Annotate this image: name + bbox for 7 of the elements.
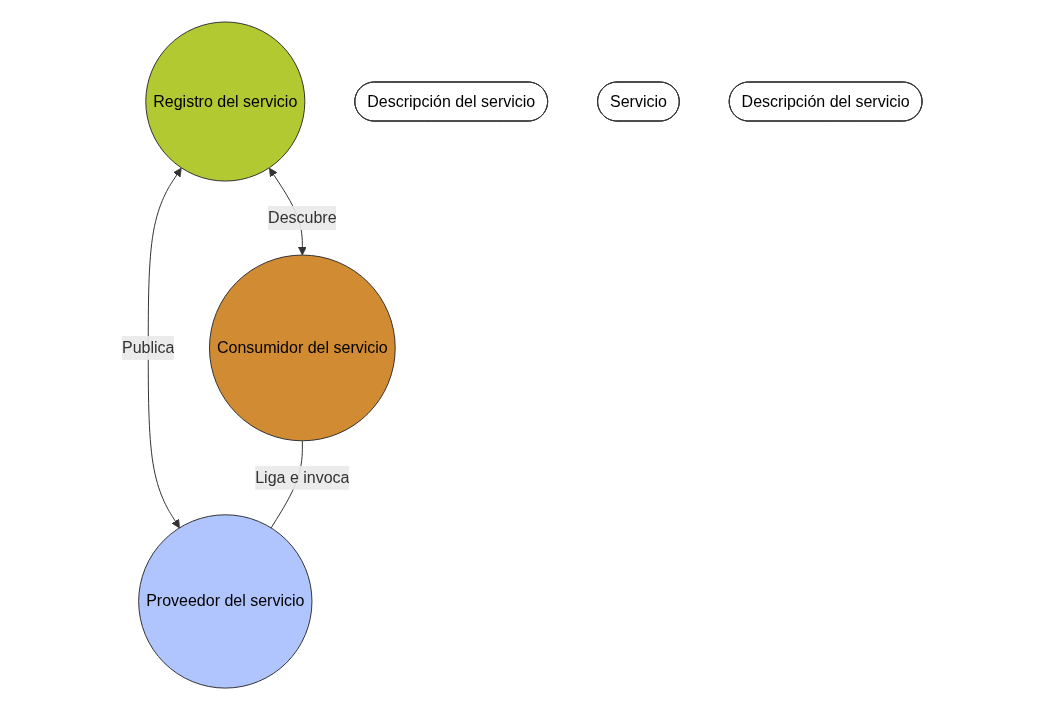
node-circle: Registro del servicio (145, 21, 306, 182)
node-circle: Consumidor del servicio (208, 255, 396, 442)
edge-label: Descubre (268, 209, 337, 227)
edge-label: Publica (121, 339, 175, 357)
node-circle: Proveedor del servicio (138, 514, 313, 690)
edge-label: Liga e invoca (255, 469, 350, 487)
arrow (147, 168, 182, 529)
